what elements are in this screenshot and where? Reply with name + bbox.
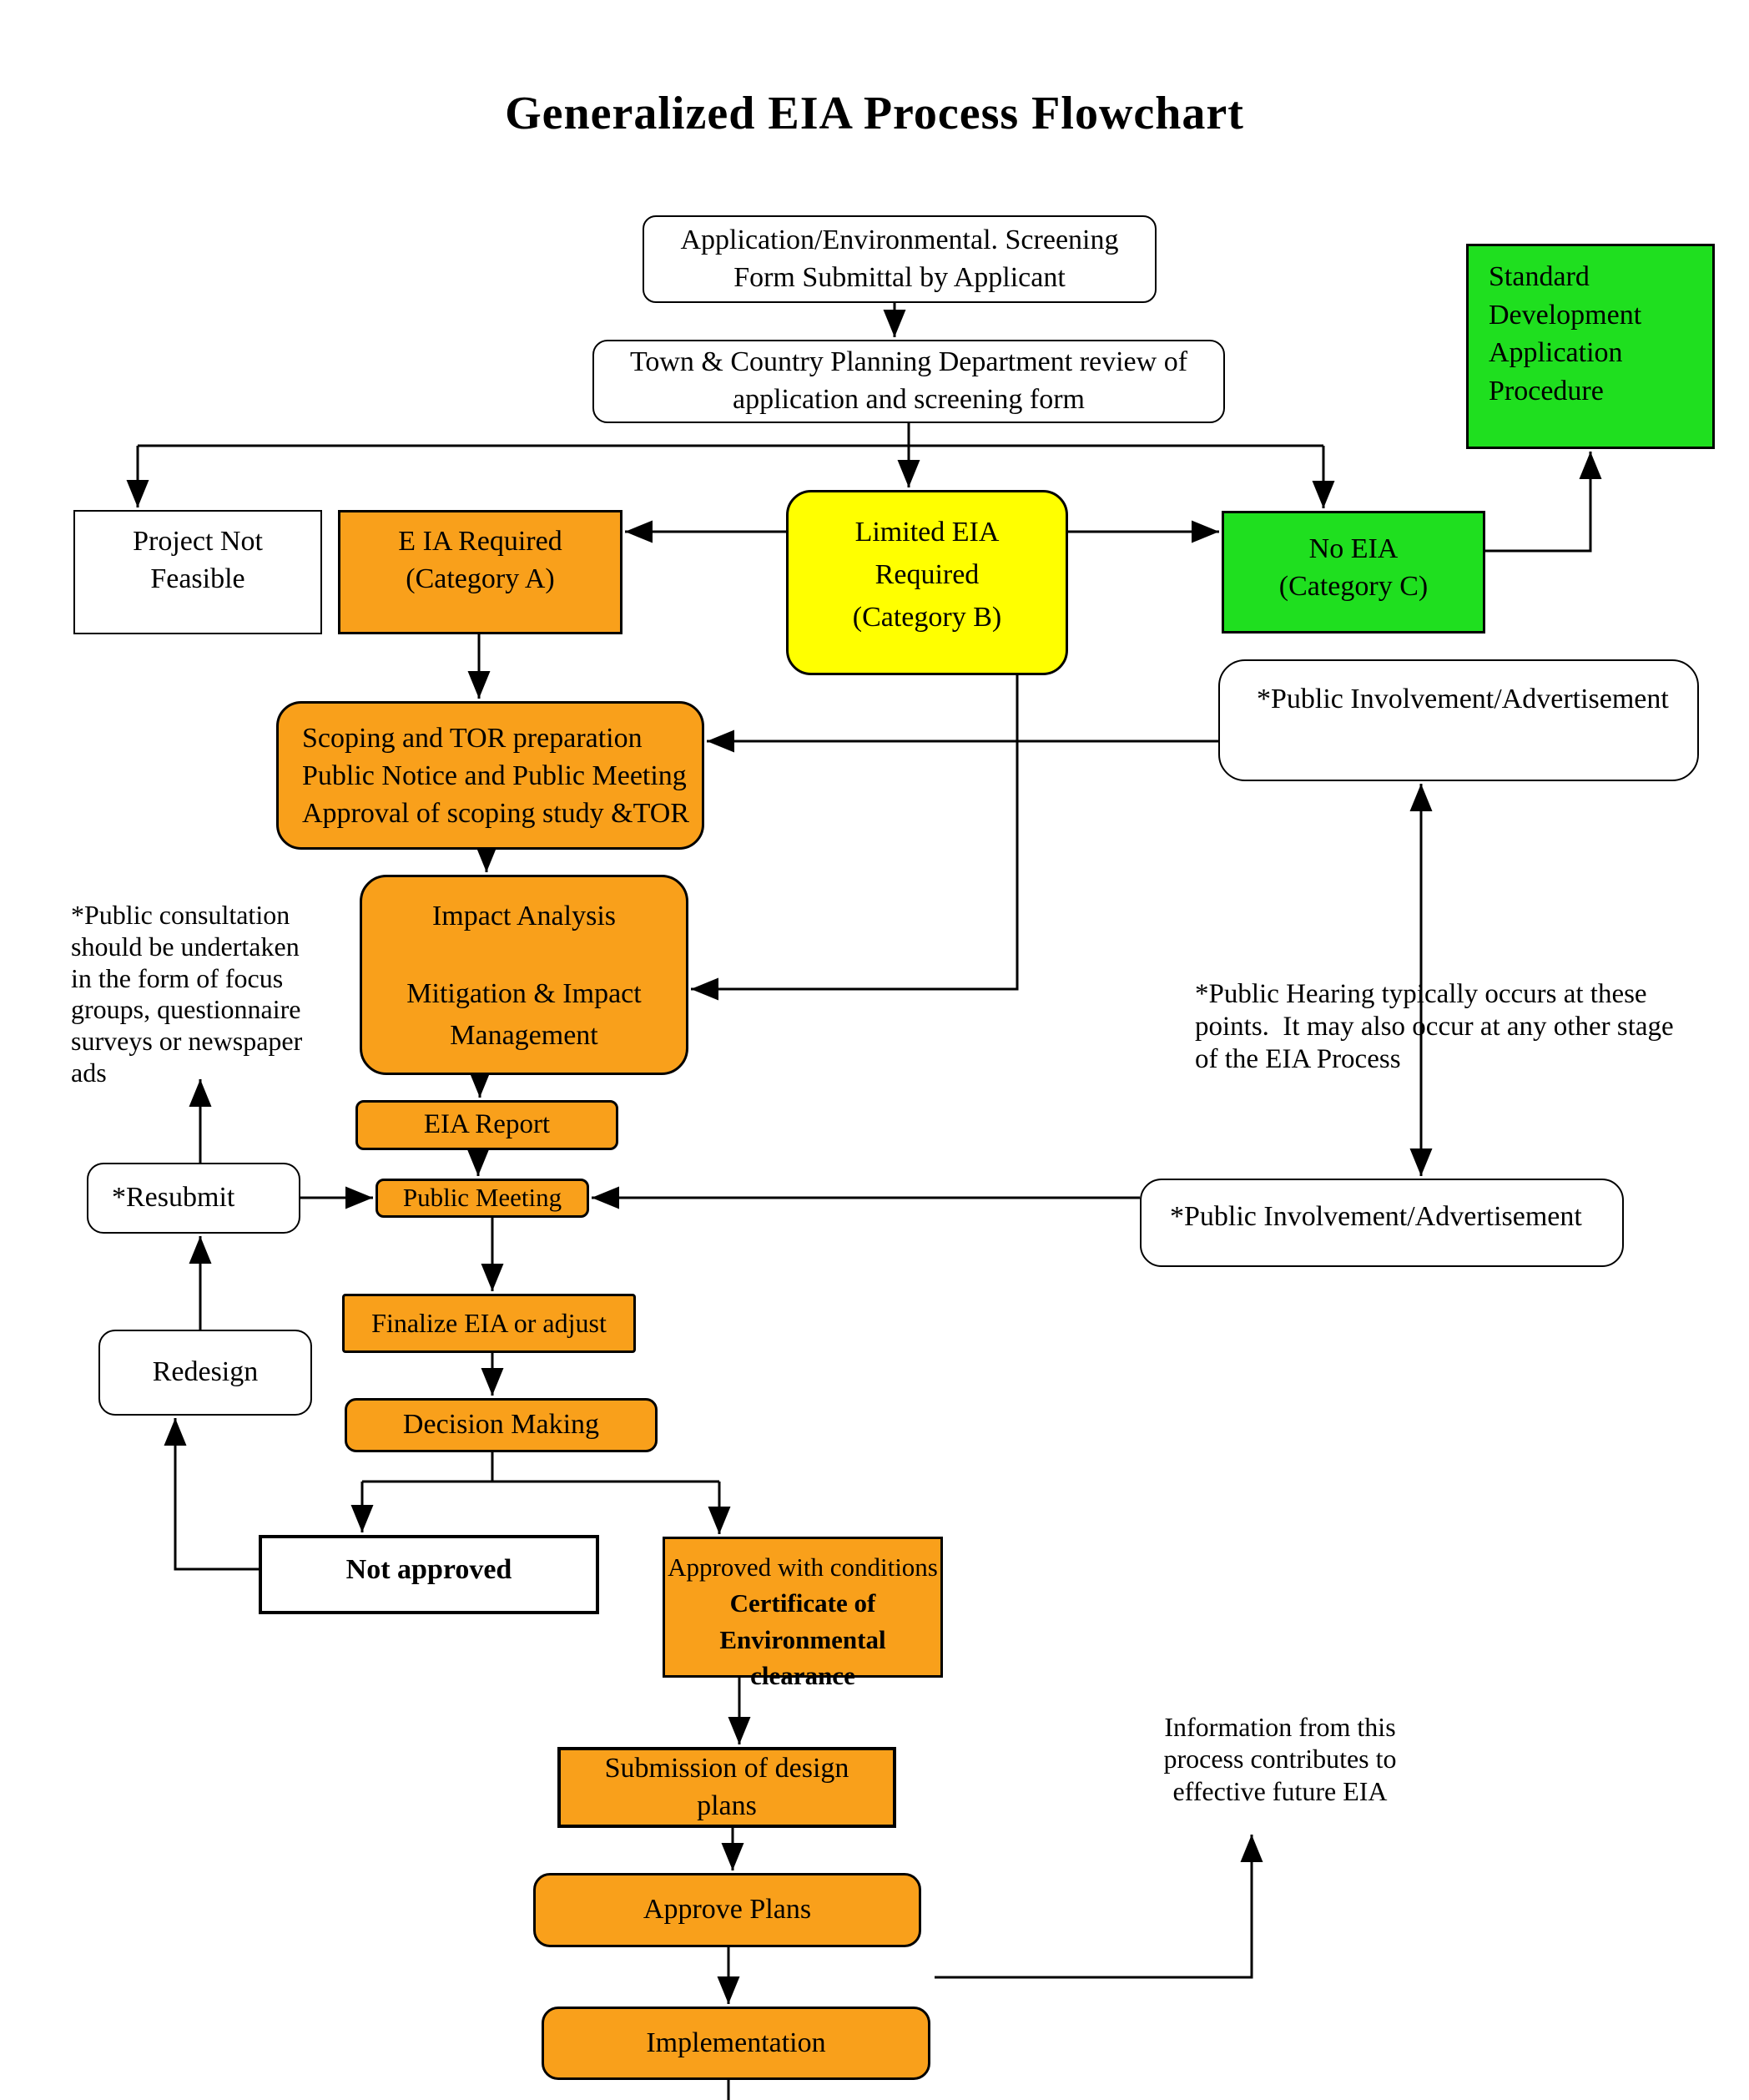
node-redesign: Redesign xyxy=(98,1330,312,1416)
node-no-eia-category-c: No EIA (Category C) xyxy=(1222,511,1485,634)
node-scoping-and-tor: Scoping and TOR preparation Public Notic… xyxy=(276,701,704,850)
node-text: (Category B) xyxy=(852,602,1002,633)
connector-limited-to-impact xyxy=(691,675,1019,1001)
node-text: Form Submittal by Applicant xyxy=(733,261,1066,293)
node-text: Implementation xyxy=(646,2027,826,2058)
node-text: plans xyxy=(697,1790,757,1821)
node-text: Town & Country Planning Department revie… xyxy=(629,346,1188,378)
node-project-not-feasible: Project Not Feasible xyxy=(73,510,322,634)
node-text: Impact Analysis xyxy=(431,901,617,931)
node-text: Redesign xyxy=(152,1356,259,1388)
node-text: Finalize EIA or adjust xyxy=(371,1308,607,1339)
node-text: Certificate of xyxy=(729,1588,876,1618)
node-eia-required-category-a: E IA Required (Category A) xyxy=(338,510,622,634)
node-text: (Category C) xyxy=(1278,570,1429,602)
node-text: Approve Plans xyxy=(643,1894,812,1926)
node-submission-of-design-plans: Submission of design plans xyxy=(557,1747,896,1828)
node-text: *Public Involvement/Advertisement xyxy=(1257,684,1669,714)
node-text: application and screening form xyxy=(732,384,1085,415)
node-text: *Resubmit xyxy=(112,1182,235,1214)
node-impact-analysis: Impact Analysis Mitigation & Impact Mana… xyxy=(360,875,688,1075)
node-approve-plans: Approve Plans xyxy=(533,1873,921,1947)
node-application-submittal: Application/Environmental. Screening For… xyxy=(643,215,1157,303)
node-text: Limited EIA xyxy=(854,517,1000,548)
node-not-approved: Not approved xyxy=(259,1535,599,1614)
node-limited-eia-category-b: Limited EIA Required (Category B) xyxy=(786,490,1068,675)
node-text: Decision Making xyxy=(402,1409,600,1441)
node-approved-with-conditions: Approved with conditions Certificate of … xyxy=(663,1537,943,1690)
node-text: (Category A) xyxy=(406,563,555,594)
connector-to-info-note xyxy=(935,1835,1263,1979)
node-text: EIA Report xyxy=(423,1109,551,1140)
connector-no-eia-to-standard-dev xyxy=(1485,452,1602,553)
node-text: No EIA xyxy=(1308,533,1399,564)
node-text: Submission of design xyxy=(604,1752,849,1784)
node-implementation: Implementation xyxy=(542,2007,930,2080)
node-text: Approved with conditions xyxy=(668,1552,938,1582)
note-public-consultation: *Public consultation should be undertake… xyxy=(71,900,303,1088)
node-text: Mitigation & Impact xyxy=(406,978,642,1010)
node-text: Environmental clearance xyxy=(719,1624,886,1691)
node-text: Public Notice and Public Meeting xyxy=(302,760,687,791)
node-text: Scoping and TOR preparation xyxy=(302,723,643,754)
node-decision-making: Decision Making xyxy=(345,1398,658,1452)
node-text: Standard Development Application Procedu… xyxy=(1489,261,1642,406)
node-text: Project Not xyxy=(133,525,263,557)
node-public-involvement-advertisement-top: *Public Involvement/Advertisement xyxy=(1218,659,1699,781)
node-text: Feasible xyxy=(150,563,245,594)
node-text: Required xyxy=(874,559,980,590)
node-text: Public Meeting xyxy=(402,1183,562,1213)
node-text: Application/Environmental. Screening xyxy=(680,224,1119,255)
node-text: Management xyxy=(450,1019,598,1051)
node-text: E IA Required xyxy=(398,525,562,557)
connector-not-approved-to-redesign xyxy=(164,1418,259,1571)
node-text: Not approved xyxy=(345,1554,512,1586)
note-public-hearing: *Public Hearing typically occurs at thes… xyxy=(1195,979,1674,1074)
node-public-meeting: Public Meeting xyxy=(376,1179,589,1218)
node-standard-development-procedure: Standard Development Application Procedu… xyxy=(1466,244,1715,449)
node-text: *Public Involvement/Advertisement xyxy=(1170,1201,1582,1232)
node-public-involvement-advertisement-mid: *Public Involvement/Advertisement xyxy=(1140,1179,1624,1267)
node-planning-department-review: Town & Country Planning Department revie… xyxy=(592,340,1225,423)
page-title: Generalized EIA Process Flowchart xyxy=(505,88,1244,139)
note-information-contributes: Information from this process contribute… xyxy=(1163,1712,1397,1806)
node-eia-report: EIA Report xyxy=(355,1100,618,1150)
node-finalize-eia: Finalize EIA or adjust xyxy=(342,1294,636,1353)
node-text: Approval of scoping study &TOR xyxy=(302,797,690,829)
node-resubmit: *Resubmit xyxy=(87,1163,300,1234)
